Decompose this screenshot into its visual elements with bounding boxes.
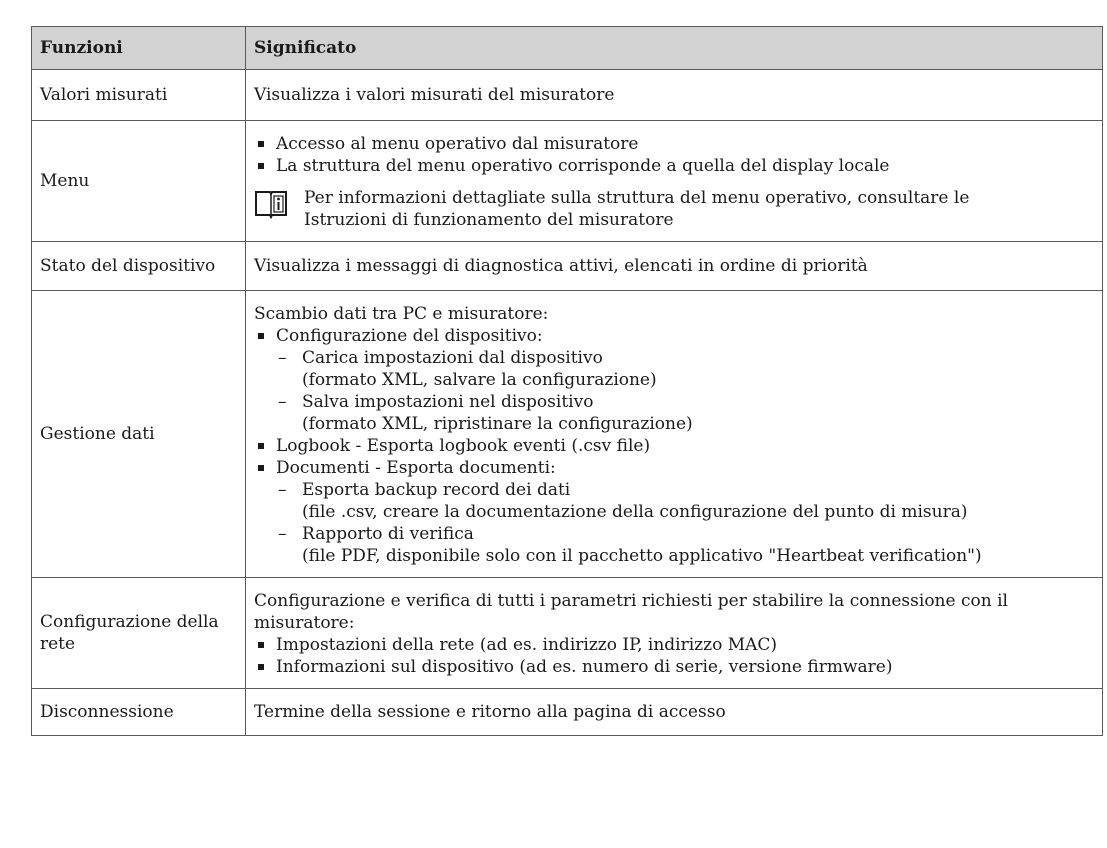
sub-item: Salva impostazioni nel dispositivo (form… [276,391,1094,435]
list-item: Configurazione del dispositivo: Carica i… [254,325,1094,435]
bullet-list: Accesso al menu operativo dal misuratore… [254,133,1094,177]
note-line: Istruzioni di funzionamento del misurato… [304,210,674,230]
description-cell: Configurazione e verifica di tutti i par… [245,577,1103,689]
book-info-icon [255,191,287,219]
intro-text: Configurazione e verifica di tutti i par… [254,591,1008,611]
description-cell: Termine della sessione e ritorno alla pa… [245,688,1103,736]
intro-text: misuratore: [254,613,355,633]
sub-list: Carica impostazioni dal dispositivo (for… [276,347,1094,435]
list-item: Informazioni sul dispositivo (ad es. num… [254,656,1094,678]
function-cell: Stato del dispositivo [31,241,246,291]
table-row: Configurazione della rete Configurazione… [31,577,1103,689]
functions-table: Funzioni Significato Valori misurati Vis… [31,26,1103,736]
table-header-row: Funzioni Significato [31,26,1103,70]
note-line: Per informazioni dettagliate sulla strut… [304,188,970,208]
bullet-list: Impostazioni della rete (ad es. indirizz… [254,634,1094,678]
intro-text: Scambio dati tra PC e misuratore: [254,304,549,324]
function-cell: Gestione dati [31,290,246,578]
sub-item: Esporta backup record dei dati (file .cs… [276,479,1094,523]
sub-item-title: Carica impostazioni dal dispositivo [302,348,603,368]
description-cell: Visualizza i valori misurati del misurat… [245,69,1103,121]
description-cell: Scambio dati tra PC e misuratore: Config… [245,290,1103,578]
sub-item: Carica impostazioni dal dispositivo (for… [276,347,1094,391]
bullet-list: Configurazione del dispositivo: Carica i… [254,325,1094,567]
table-row: Disconnessione Termine della sessione e … [31,688,1103,736]
sub-item-title: Salva impostazioni nel dispositivo [302,392,594,412]
table-row: Valori misurati Visualizza i valori misu… [31,69,1103,121]
sub-item-title: Esporta backup record dei dati [302,480,571,500]
table-row: Stato del dispositivo Visualizza i messa… [31,241,1103,291]
function-line: rete [40,634,76,654]
list-item-label: Documenti - Esporta documenti: [276,458,556,478]
table-row: Menu Accesso al menu operativo dal misur… [31,120,1103,242]
note-text: Per informazioni dettagliate sulla strut… [304,187,969,231]
function-cell: Menu [31,120,246,242]
sub-item-detail: (formato XML, ripristinare la configuraz… [302,414,693,434]
sub-list: Esporta backup record dei dati (file .cs… [276,479,1094,567]
list-item-label: Configurazione del dispositivo: [276,326,543,346]
info-note: Per informazioni dettagliate sulla strut… [254,187,1094,231]
table-row: Gestione dati Scambio dati tra PC e misu… [31,290,1103,578]
header-funzioni: Funzioni [31,26,246,70]
list-item: Logbook - Esporta logbook eventi (.csv f… [254,435,1094,457]
list-item: La struttura del menu operativo corrispo… [254,155,1094,177]
header-significato: Significato [245,26,1103,70]
sub-item: Rapporto di verifica (file PDF, disponib… [276,523,1094,567]
function-cell: Disconnessione [31,688,246,736]
sub-item-detail: (file PDF, disponibile solo con il pacch… [302,546,982,566]
list-item: Accesso al menu operativo dal misuratore [254,133,1094,155]
sub-item-detail: (file .csv, creare la documentazione del… [302,502,968,522]
sub-item-title: Rapporto di verifica [302,524,474,544]
description-cell: Accesso al menu operativo dal misuratore… [245,120,1103,242]
description-cell: Visualizza i messaggi di diagnostica att… [245,241,1103,291]
list-item: Impostazioni della rete (ad es. indirizz… [254,634,1094,656]
function-cell: Configurazione della rete [31,577,246,689]
function-line: Configurazione della [40,612,219,632]
sub-item-detail: (formato XML, salvare la configurazione) [302,370,657,390]
function-cell: Valori misurati [31,69,246,121]
list-item: Documenti - Esporta documenti: Esporta b… [254,457,1094,567]
